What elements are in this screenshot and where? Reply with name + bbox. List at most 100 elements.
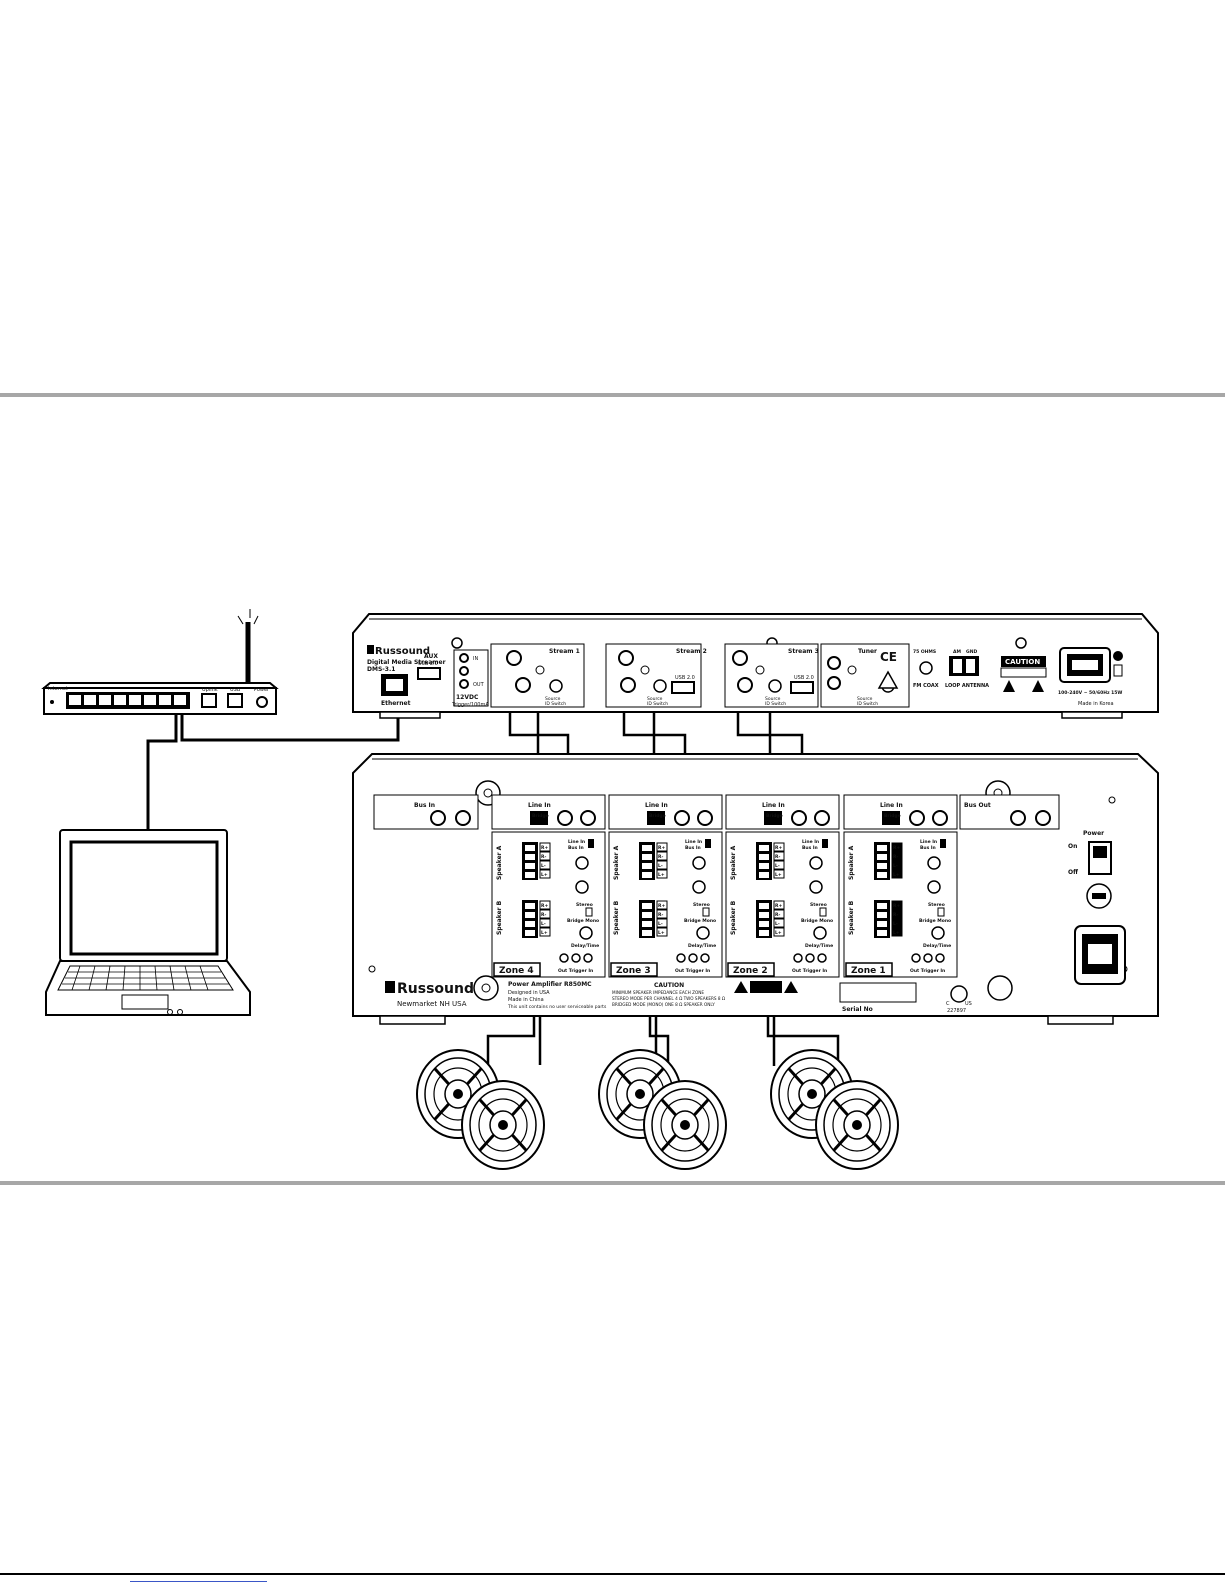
zone-1-terminal-slot	[877, 863, 887, 869]
zone-3-terminal-label-box	[656, 927, 668, 937]
zone-2-terminal-label-box	[773, 927, 785, 937]
speaker-pair-2-rear-strut	[615, 1067, 632, 1086]
zone-4-line-in-r-jack	[580, 810, 596, 826]
zone-1-bridge-in-box	[882, 811, 900, 825]
zone-3-terminal-block-a	[639, 842, 655, 880]
csa-us: US	[965, 1001, 972, 1007]
amp-caution-title: CAUTION	[654, 982, 684, 989]
zone-2-terminal-block-b	[756, 900, 772, 938]
section-rule-top	[0, 393, 1225, 397]
zone-4-busin-sel-label: Bus In	[568, 845, 584, 851]
zone-1-terminal-label-box	[891, 869, 903, 879]
zone-3-trigger-jack	[688, 953, 698, 963]
zone-1-level-knob-l	[927, 856, 941, 870]
zone-4-line-in-label: Line In	[528, 802, 551, 809]
zone-4-terminal-slot	[525, 854, 535, 860]
zone-3-terminal-label: R-	[658, 854, 663, 860]
streamer-dc-jack-2	[459, 666, 469, 676]
speaker-pair-3-rear-strut	[787, 1102, 804, 1121]
amp-designed: Designed in USA	[508, 990, 550, 996]
speaker-pair-1-rear-strut	[433, 1102, 450, 1121]
streamer-ac-label: 100-240V ~ 50/60Hz 15W	[1058, 690, 1122, 696]
zone-3-terminal-label: R+	[658, 845, 665, 851]
zone-1-terminal-label: R-	[893, 912, 898, 918]
zone-1-terminal-label-box	[891, 909, 903, 919]
zone-4-trigger-jack	[571, 953, 581, 963]
zone-1-terminal-block-b	[874, 900, 890, 938]
zone-3-terminal-slot	[642, 930, 652, 936]
zone-4-terminal-slot	[525, 921, 535, 927]
warning-triangle-icon	[877, 670, 899, 689]
zone-1-line-in-r-jack	[932, 810, 948, 826]
zone-2-busin-sel-label: Bus In	[802, 845, 818, 851]
stream2-usb-port	[671, 681, 695, 694]
zone-2-terminal-label-box	[773, 900, 785, 910]
router-uplink-port	[201, 693, 217, 708]
loop-antenna-label: LOOP ANTENNA	[945, 683, 989, 689]
zone-3-terminal-slot	[642, 845, 652, 851]
zone-2-terminal-slot	[759, 854, 769, 860]
footer-link-underline[interactable]	[130, 1581, 267, 1582]
zone-1-speaker-a-label: Speaker A	[848, 845, 855, 880]
zone-2-line-in-label: Line In	[762, 802, 785, 809]
zone-4-source-switch	[588, 839, 594, 848]
zone-3-delay-knob	[696, 926, 710, 940]
speaker-pair-1-front-strut	[511, 1098, 528, 1117]
speaker-pair-3-front-strut	[832, 1133, 849, 1152]
zone-3-label-box	[610, 962, 658, 977]
zone-3-bridge-in-label: Bridge	[649, 813, 666, 819]
zone-4-terminal-label: R+	[541, 903, 548, 909]
amp-screw-br	[987, 975, 1013, 1001]
stream3-usb-port	[790, 681, 814, 694]
zone-4-linein-sel-label: Line In	[568, 839, 585, 845]
stream1-panel	[490, 643, 585, 708]
zone-4-trigger-label: Out Trigger In	[558, 968, 593, 974]
zone-4-terminal-label: L-	[541, 863, 546, 869]
zone-2-terminal-label-box	[773, 842, 785, 852]
zone-2-speaker-a-label: Speaker A	[730, 845, 737, 880]
zone-4-level-knob-r	[575, 880, 589, 894]
zone-3-line-in-l-jack	[674, 810, 690, 826]
zone-3-mode-switch	[702, 907, 710, 917]
laptop-led-2	[177, 1009, 183, 1015]
zone-4-terminal-label: R-	[541, 912, 546, 918]
stream1-source-label: Source	[545, 696, 561, 702]
zone-1-terminal-label: L+	[893, 930, 900, 936]
footer-rule	[0, 1573, 1225, 1575]
streamer-screw-1	[451, 637, 463, 649]
zone-2-terminal-label: R+	[775, 845, 782, 851]
amp-foot-right	[1047, 1015, 1114, 1025]
zone-4-level-knob-l	[575, 856, 589, 870]
amp-bus-out-r	[1035, 810, 1051, 826]
amp-made: Made in China	[508, 997, 544, 1003]
zone-4-mode-switch	[585, 907, 593, 917]
csa-number: 227897	[947, 1008, 966, 1014]
zone-4-trigger-jack	[559, 953, 569, 963]
zone-2-mode-switch	[819, 907, 827, 917]
streamer-caution-box	[1001, 656, 1046, 667]
stream2-l-jack	[618, 650, 634, 666]
fm-coax-jack	[919, 661, 933, 675]
zone-1-bridge-in-label: Bridge	[884, 813, 901, 819]
zone-3-busin-sel-label: Bus In	[685, 845, 701, 851]
stream3-usb-label: USB 2.0	[794, 675, 814, 681]
zone-3-source-switch	[705, 839, 711, 848]
zone-3-terminal-slot	[642, 863, 652, 869]
amp-on-label: On	[1068, 843, 1077, 850]
zone-3-terminal-slot	[642, 872, 652, 878]
stream1-label: Stream 1	[549, 648, 580, 655]
stream1-l-jack	[506, 650, 522, 666]
zone-1-terminal-label-box	[891, 927, 903, 937]
speaker-pair-3-rear-strut	[787, 1067, 804, 1086]
amp-brand: Russound	[397, 981, 474, 997]
amp-bus-in-l	[430, 810, 446, 826]
zone-1-trigger-jack	[935, 953, 945, 963]
zone-4-label: Zone 4	[499, 966, 534, 976]
zone-4-terminal-label-box	[539, 860, 551, 870]
zone-2-level-knob-l	[809, 856, 823, 870]
zone-3-trigger-jack	[676, 953, 686, 963]
zone-4-terminal-label-box	[539, 900, 551, 910]
zone-2-bridge-mono-label: Bridge Mono	[801, 918, 833, 924]
ce-mark: CE	[880, 650, 897, 664]
streamer-ethernet-label: Ethernet	[381, 700, 411, 707]
